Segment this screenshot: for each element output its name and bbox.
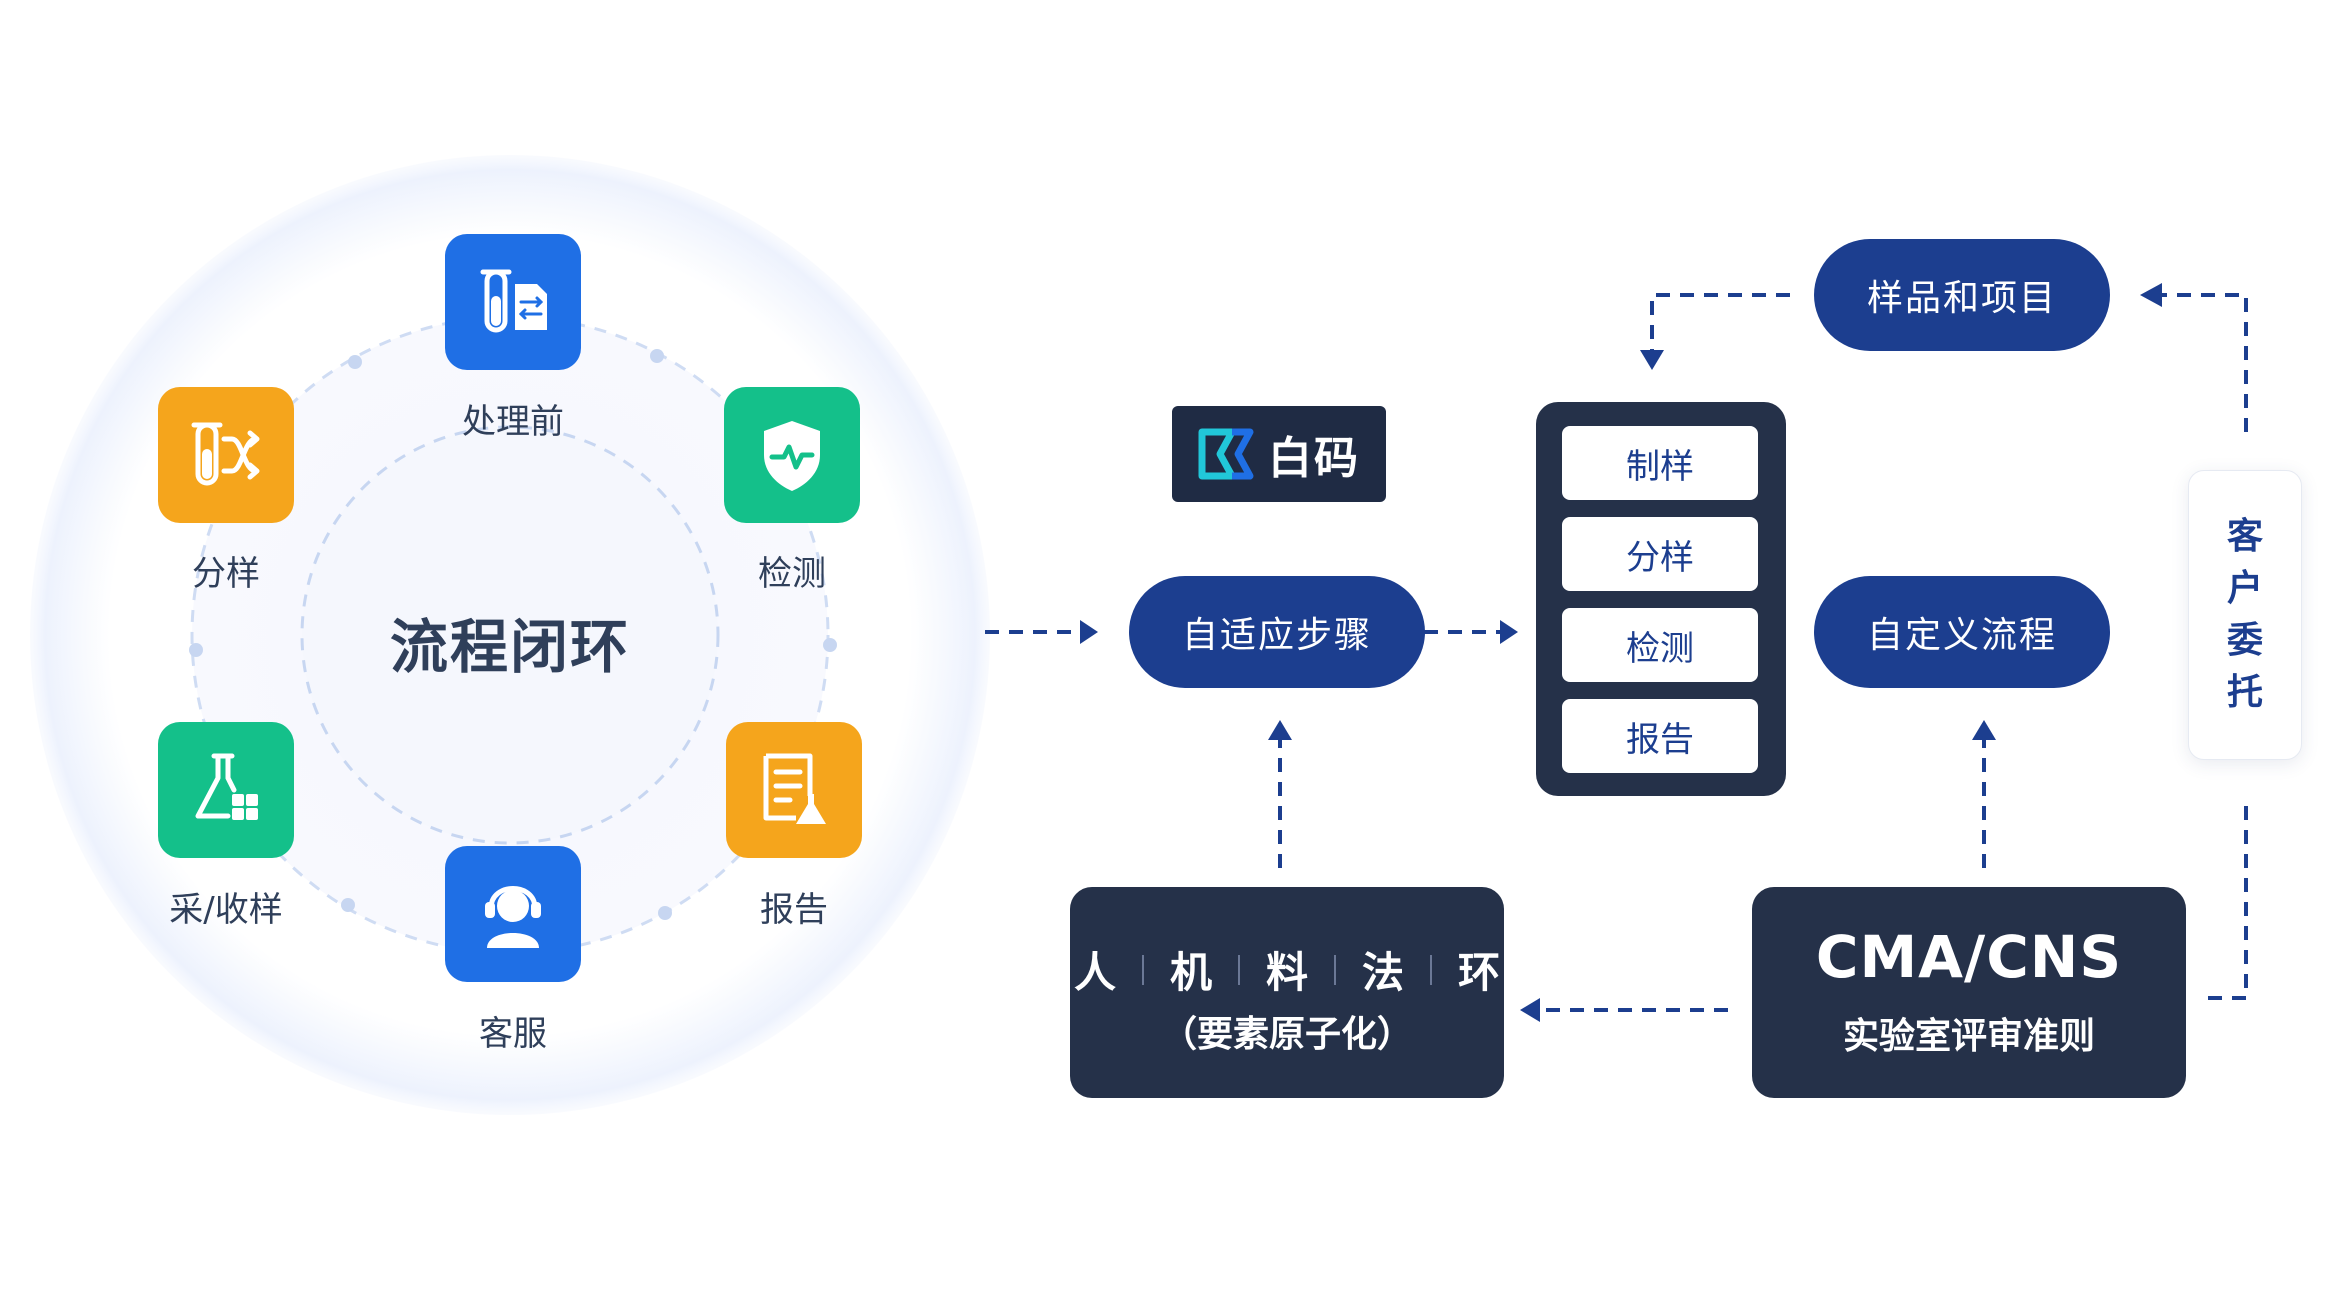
- baima-brand: 白码: [1172, 406, 1386, 502]
- shield-pulse-icon: [764, 421, 820, 491]
- elements-panel: 人 机 料 法 环 （要素原子化）: [1070, 887, 1504, 1098]
- cycle-title: 流程闭环: [389, 613, 630, 681]
- client-char: 托: [2226, 672, 2263, 713]
- standard-title: CMA/CNS: [1815, 923, 2123, 991]
- element-divider: [1430, 954, 1433, 985]
- samples-projects-pill: 样品和项目: [1814, 239, 2110, 351]
- client-char: 客: [2226, 516, 2263, 557]
- sampling-label: 采/收样: [169, 890, 283, 930]
- split-sample-tile: [158, 387, 294, 523]
- flask-grid-icon: [195, 753, 258, 820]
- element-divider: [1334, 954, 1336, 985]
- step-report: 报告: [1562, 699, 1758, 773]
- tube-split-icon: [191, 422, 260, 486]
- step-inspection: 检测: [1562, 608, 1758, 682]
- element-divider: [1141, 954, 1144, 985]
- element-machine: 机: [1169, 948, 1212, 997]
- report-label: 报告: [760, 890, 828, 930]
- element-person: 人: [1073, 948, 1116, 997]
- client-char: 户: [2226, 568, 2263, 609]
- brand-name: 白码: [1268, 433, 1360, 484]
- custom-flow-pill: 自定义流程: [1814, 576, 2110, 688]
- pre-processing-label: 处理前: [462, 402, 564, 442]
- element-material: 料: [1265, 948, 1308, 997]
- element-method: 法: [1362, 948, 1405, 997]
- pre-processing-tile: [445, 234, 581, 370]
- element-divider: [1237, 954, 1240, 985]
- sampling-tile: [158, 722, 294, 858]
- tube-document-icon: [480, 269, 547, 333]
- element-environment: 环: [1458, 948, 1501, 997]
- baima-logo-icon: [1198, 428, 1254, 480]
- inspection-label: 检测: [758, 554, 826, 594]
- standard-panel: CMA/CNS 实验室评审准则: [1752, 887, 2186, 1098]
- client-commission-card: 客 户 委 托: [2188, 470, 2302, 760]
- step-split-sample: 分样: [1562, 517, 1758, 591]
- elements-note: （要素原子化）: [1160, 1014, 1413, 1055]
- elements-row: 人 机 料 法 环: [1070, 939, 1504, 1000]
- customer-service-label: 客服: [479, 1014, 547, 1054]
- steps-panel: 制样 分样 检测 报告: [1536, 402, 1786, 796]
- adaptive-steps-pill: 自适应步骤: [1129, 576, 1425, 688]
- client-char: 委: [2226, 620, 2263, 661]
- split-sample-label: 分样: [192, 554, 260, 594]
- customer-service-tile: [445, 846, 581, 982]
- inspection-tile: [724, 387, 860, 523]
- report-flask-icon: [763, 753, 826, 824]
- headset-user-icon: [485, 886, 541, 948]
- step-sample-prep: 制样: [1562, 426, 1758, 500]
- report-tile: [726, 722, 862, 858]
- standard-subtitle: 实验室评审准则: [1842, 1016, 2095, 1057]
